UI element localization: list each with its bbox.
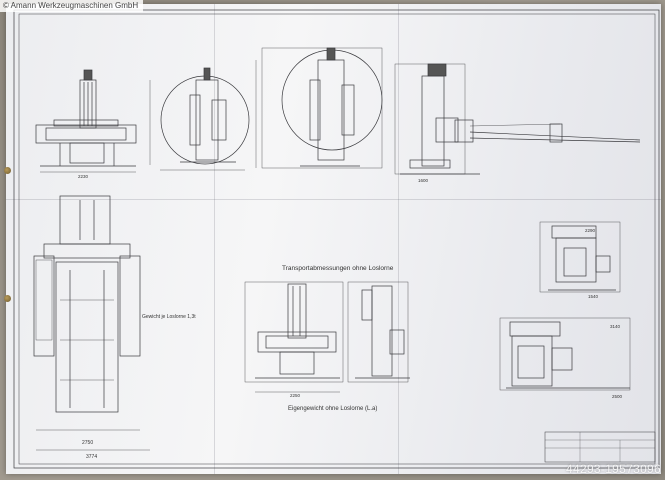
dim-label: 2290: [585, 228, 596, 233]
dim-label: 2230: [78, 174, 89, 179]
inner-frame: [18, 13, 656, 465]
fold-line: [6, 199, 661, 200]
view-circle-left: [149, 67, 250, 171]
view-circle-right: [255, 47, 383, 169]
label-weight-left: Gewicht je Loslorne 1,3t: [142, 314, 196, 320]
fold-line: [398, 4, 399, 474]
dim-label: 3140: [610, 324, 621, 329]
view-front-top-left: [35, 69, 137, 173]
dim-label: 3774: [86, 454, 97, 460]
view-detail-right-bottom: [499, 317, 631, 391]
view-front-bottom-center: [244, 281, 344, 393]
dim-label: 2250: [290, 393, 301, 398]
view-top-lower-left: [33, 195, 150, 451]
label-transport: Transportabmessungen ohne Loslorne: [282, 265, 394, 272]
label-self-weight: Eigengewicht ohne Loslorne (L.a): [288, 406, 377, 412]
punch-hole: [4, 295, 11, 302]
dim-label: 2750: [82, 440, 93, 446]
title-block: [544, 431, 656, 463]
dim-label: 1600: [418, 178, 429, 183]
view-side-top-right: [394, 63, 641, 175]
drawing-sheet: [6, 4, 661, 474]
outer-frame: [13, 9, 660, 469]
view-detail-right-top: [539, 221, 621, 293]
listing-id-watermark: 44293-19573096: [566, 462, 661, 476]
copyright-watermark: © Amann Werkzeugmaschinen GmbH: [0, 0, 144, 12]
dim-label: 1540: [588, 294, 599, 299]
fold-line: [214, 4, 215, 474]
dim-label: 2500: [612, 394, 623, 399]
copyright-text: © Amann Werkzeugmaschinen GmbH: [3, 1, 139, 10]
punch-hole: [4, 167, 11, 174]
view-side-bottom-center: [347, 281, 410, 383]
